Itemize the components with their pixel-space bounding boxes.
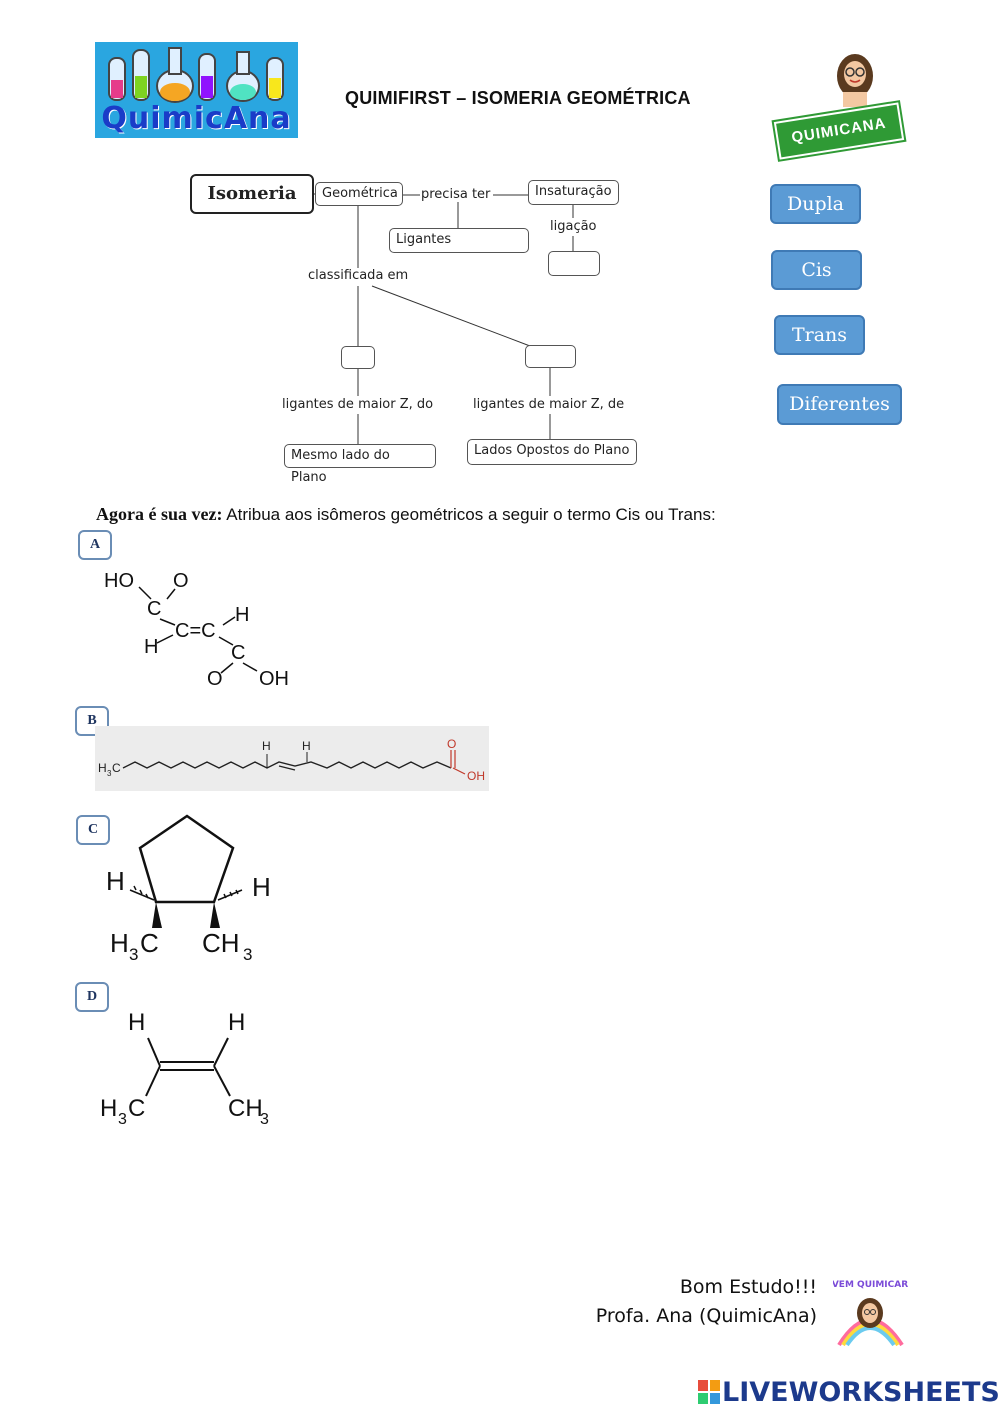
label-classificada-em: classificada em (308, 268, 409, 283)
molecule-c: H H H 3 C CH 3 (106, 814, 271, 964)
label-left-desc: ligantes de maior Z, do (282, 397, 434, 412)
footer-bom-estudo: Bom Estudo!!! (679, 1276, 817, 1298)
word-chip-dupla[interactable]: Dupla (770, 184, 861, 224)
concept-map-lines (314, 193, 574, 444)
mol-c-h-right: H (252, 872, 271, 902)
mol-b-h-left: H (262, 739, 271, 753)
mol-b-oh: OH (467, 769, 485, 783)
mol-a-ho: HO (104, 570, 134, 592)
label-right-desc: ligantes de maior Z, de (473, 397, 625, 412)
mol-b-h-right: H (302, 739, 311, 753)
mol-d-h3c-h: H (100, 1095, 117, 1122)
item-letter-c[interactable]: C (76, 815, 110, 845)
drop-slot-right[interactable] (525, 345, 576, 368)
mol-d-h3c-3: 3 (118, 1111, 127, 1128)
concept-geometrica: Geométrica (315, 182, 403, 206)
footer-author: Profa. Ana (QuimicAna) (595, 1305, 817, 1327)
liveworksheets-text: LIVEWORKSHEETS (722, 1377, 1000, 1408)
molecule-d: H H H 3 C CH 3 (100, 1009, 269, 1128)
mol-c-ch3-3: 3 (243, 945, 252, 964)
item-letter-d[interactable]: D (75, 982, 109, 1012)
molecule-a: HO O C H C=C H C O OH (104, 570, 289, 690)
mol-d-h-right: H (228, 1009, 245, 1036)
mol-a-c1: C (147, 598, 161, 620)
drop-slot-left[interactable] (341, 346, 375, 369)
mol-c-h3c-h: H (110, 928, 129, 958)
concept-ligantes: Ligantes (389, 228, 529, 253)
mol-b-h3c-h: H (98, 761, 107, 775)
avatar-icon (837, 54, 873, 107)
mol-c-h-left: H (106, 866, 125, 896)
mol-c-ch3-c: CH (202, 928, 240, 958)
word-chip-cis[interactable]: Cis (771, 250, 862, 290)
word-chip-trans[interactable]: Trans (774, 315, 865, 355)
prompt-bold: Agora é sua vez: (96, 504, 223, 524)
mol-a-oh: OH (259, 668, 289, 690)
molecule-b: H 3 C H H O OH (95, 726, 489, 791)
liveworksheets-logo-icon (698, 1380, 720, 1404)
item-letter-a[interactable]: A (78, 530, 112, 560)
label-ligacao: ligação (550, 219, 597, 234)
page-title: QUIMIFIRST – ISOMERIA GEOMÉTRICA (345, 88, 691, 108)
prompt-rest: Atribua aos isômeros geométricos a segui… (222, 505, 716, 524)
footer-sticker-text: VEM QUIMICAR (833, 1280, 908, 1290)
concept-isomeria: Isomeria (190, 174, 314, 214)
mol-a-cc: C=C (175, 620, 216, 642)
concept-mesmo-lado: Mesmo lado do Plano (284, 444, 436, 485)
logo-text: QuimicAna (101, 101, 292, 136)
mol-a-h1: H (144, 636, 158, 658)
liveworksheets-brand: LIVEWORKSHEETS (698, 1377, 1000, 1408)
mol-b-h3c-3: 3 (107, 769, 112, 778)
mol-c-h3c-c: C (140, 928, 159, 958)
footer-sticker-icon: VEM QUIMICAR (833, 1280, 908, 1347)
mol-a-o2: O (207, 668, 223, 690)
exercise-prompt: Agora é sua vez: Atribua aos isômeros ge… (96, 504, 716, 525)
mol-d-ch3-3: 3 (260, 1111, 269, 1128)
mol-a-c2: C (231, 642, 245, 664)
mol-a-h2: H (235, 604, 249, 626)
mol-c-h3c-3: 3 (129, 945, 138, 964)
mol-b-h3c-c: C (112, 761, 121, 775)
concept-insaturacao: Insaturação (528, 180, 619, 205)
mol-d-ch3-c: CH (228, 1095, 263, 1122)
concept-lados-opostos: Lados Opostos do Plano (467, 439, 637, 465)
mol-a-o1: O (173, 570, 189, 592)
mol-d-h-left: H (128, 1009, 145, 1036)
word-chip-diferentes[interactable]: Diferentes (777, 384, 902, 425)
label-precisa-ter: precisa ter (421, 187, 491, 202)
quimicana-logo: QuimicAna (95, 42, 298, 138)
mol-b-o: O (447, 737, 456, 751)
drop-slot-ligacao[interactable] (548, 251, 600, 276)
mol-d-h3c-c: C (128, 1095, 145, 1122)
